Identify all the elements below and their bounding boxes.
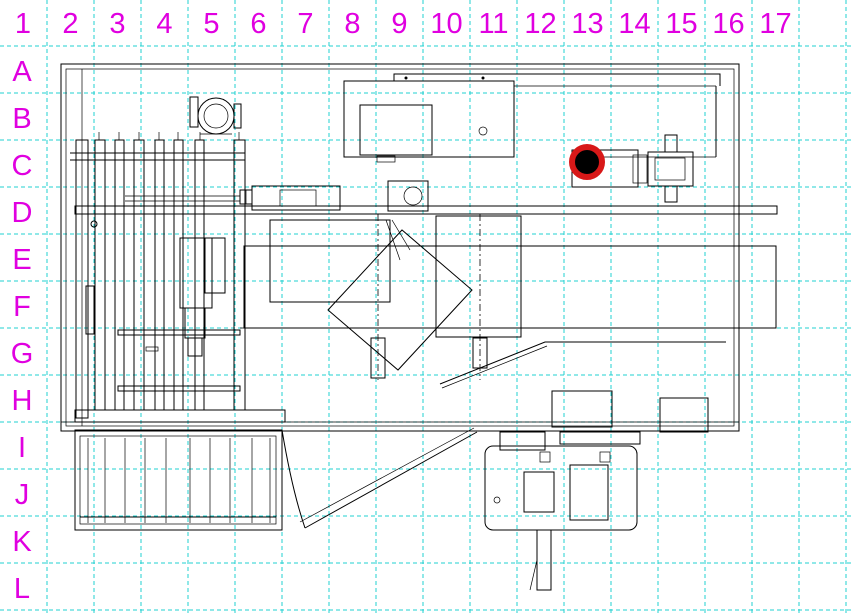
machine-frame <box>60 63 740 432</box>
row-label: K <box>12 526 32 558</box>
row-label: E <box>12 244 31 276</box>
column-label: 4 <box>156 8 172 40</box>
conveyor-rail <box>74 185 778 215</box>
column-label: 5 <box>203 8 219 40</box>
row-label: D <box>12 197 33 229</box>
row-label: G <box>11 338 34 370</box>
row-label: J <box>15 479 30 511</box>
column-label: 7 <box>297 8 313 40</box>
row-label: A <box>12 56 32 88</box>
center-mechanism <box>240 180 777 389</box>
column-label: 6 <box>250 8 266 40</box>
door-swing <box>281 427 478 529</box>
top-cabinet <box>343 73 721 163</box>
row-label: F <box>13 291 31 323</box>
column-label: 11 <box>478 8 508 40</box>
row-label: H <box>12 385 33 417</box>
motor-unit <box>484 431 638 591</box>
round-motor <box>189 96 242 135</box>
column-label: 9 <box>391 8 407 40</box>
row-label: L <box>14 573 30 605</box>
row-label: I <box>18 432 26 464</box>
column-label: 12 <box>524 8 556 40</box>
column-label: 14 <box>618 8 650 40</box>
column-label: 8 <box>344 8 360 40</box>
row-label: C <box>12 150 33 182</box>
red-marker <box>569 144 605 180</box>
column-label: 15 <box>665 8 697 40</box>
lower-conveyor <box>74 429 283 531</box>
row-label: B <box>12 103 31 135</box>
column-label: 3 <box>109 8 125 40</box>
column-label: 10 <box>430 8 462 40</box>
column-label: 2 <box>62 8 78 40</box>
column-label: 17 <box>759 8 791 40</box>
column-label: 16 <box>712 8 744 40</box>
bottom-boxes <box>551 390 709 445</box>
column-label: 1 <box>15 8 31 40</box>
actuator <box>145 237 226 357</box>
column-label: 13 <box>571 8 603 40</box>
roller-rack <box>70 132 286 423</box>
